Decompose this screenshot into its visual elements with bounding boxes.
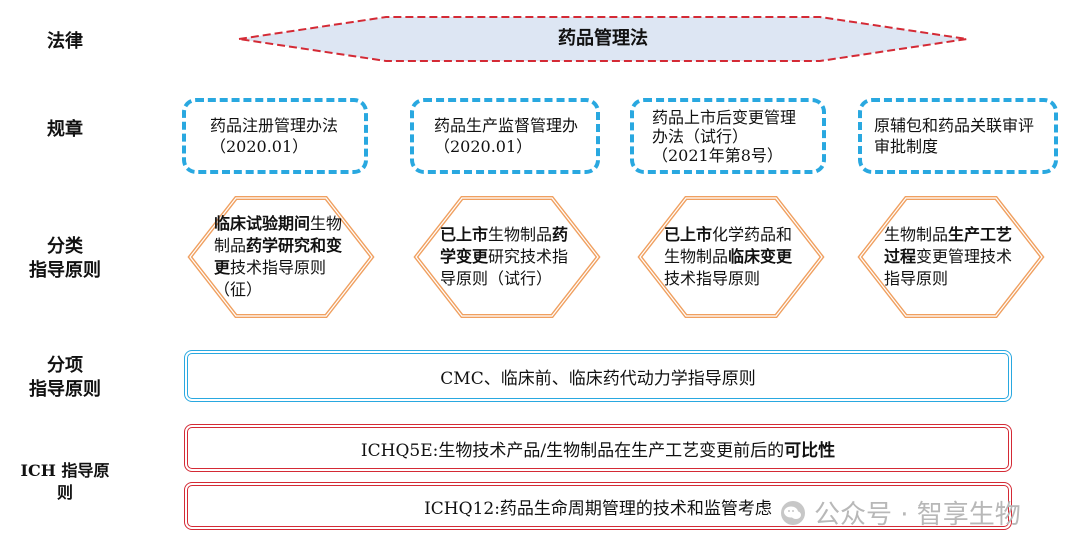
level-label-category-guideline: 分类 指导原则: [29, 236, 101, 281]
emphasis-text: 已上市: [440, 225, 489, 244]
emphasis-text: 临床试验期间: [214, 214, 311, 233]
category-hexagon-clinical-trial: 临床试验期间生物制品药学研究和变更技术指导原则（征）: [186, 194, 376, 320]
regulation-box-post-approval-change: 药品上市后变更管理 办法（试行） （2021年第8号）: [630, 98, 826, 174]
category-text: 已上市化学药品和生物制品临床变更技术指导原则: [664, 206, 798, 308]
level-label-law: 法律: [47, 31, 83, 52]
hexagon-shape: [857, 196, 1045, 318]
emphasis-text: 药学研究和变更: [214, 236, 343, 277]
item-guideline-text: CMC、临床前、临床药代动力学指导原则: [440, 368, 756, 389]
law-title: 药品管理法: [558, 28, 648, 49]
emphasis-text: 生产工艺过程: [884, 225, 1013, 266]
law-banner: 药品管理法: [236, 14, 970, 64]
plain-text: 技术指导原则: [664, 269, 761, 288]
plain-text: 生物制品: [214, 214, 343, 255]
hexagon-shape: [413, 196, 601, 318]
ich-q5e-bar: ICHQ5E:生物技术产品/生物制品在生产工艺变更前后的可比性: [184, 424, 1012, 472]
ich-q12-bar: ICHQ12:药品生命周期管理的技术和监管考虑: [184, 482, 1012, 530]
watermark: 公众号 · 智享生物: [780, 494, 1021, 531]
plain-text: 生物制品: [884, 225, 949, 244]
hexagon-shape: [637, 196, 825, 318]
category-hexagon-clinical-change: 已上市化学药品和生物制品临床变更技术指导原则: [636, 194, 826, 320]
emphasis-text: 临床变更: [728, 247, 793, 266]
plain-text: 生物制品: [488, 225, 553, 244]
item-guideline-bar: CMC、临床前、临床药代动力学指导原则: [184, 350, 1012, 402]
level-label-ich: ICH 指导原 则: [20, 461, 110, 502]
emphasis-text: 药学变更: [440, 225, 569, 266]
plain-text: 化学药品和生物制品: [664, 225, 793, 266]
ich-q12-text: ICHQ12:药品生命周期管理的技术和监管考虑: [424, 498, 772, 519]
watermark-text: 公众号 · 智享生物: [814, 500, 1021, 530]
hexagon-shape: [187, 196, 375, 318]
category-text: 已上市生物制品药学变更研究技术指导原则（试行）: [440, 206, 574, 308]
ich-q5e-text: ICHQ5E:生物技术产品/生物制品在生产工艺变更前后的: [360, 440, 785, 461]
level-label-item-guideline: 分项 指导原则: [29, 355, 101, 400]
ich-q5e-emphasis: 可比性: [784, 440, 836, 461]
plain-text: 变更管理技术指导原则: [884, 247, 1013, 288]
category-text: 临床试验期间生物制品药学研究和变更技术指导原则（征）: [214, 206, 348, 308]
category-hexagon-marketed-biologics: 已上市生物制品药学变更研究技术指导原则（试行）: [412, 194, 602, 320]
regulation-box-associated-review: 原辅包和药品关联审评 审批制度: [858, 98, 1058, 174]
law-banner-shape: [238, 16, 968, 62]
wechat-icon: [781, 500, 805, 525]
category-hexagon-process-change: 生物制品生产工艺过程变更管理技术指导原则: [856, 194, 1046, 320]
level-label-regulation: 规章: [47, 119, 83, 140]
regulation-box-production: 药品生产监督管理办 （2020.01）: [410, 98, 600, 174]
regulation-box-registration: 药品注册管理办法 （2020.01）: [182, 98, 368, 174]
plain-text: 研究技术指导原则（试行）: [440, 247, 569, 288]
emphasis-text: 已上市: [664, 225, 713, 244]
plain-text: 技术指导原则（征）: [214, 258, 327, 299]
category-text: 生物制品生产工艺过程变更管理技术指导原则: [884, 206, 1018, 308]
